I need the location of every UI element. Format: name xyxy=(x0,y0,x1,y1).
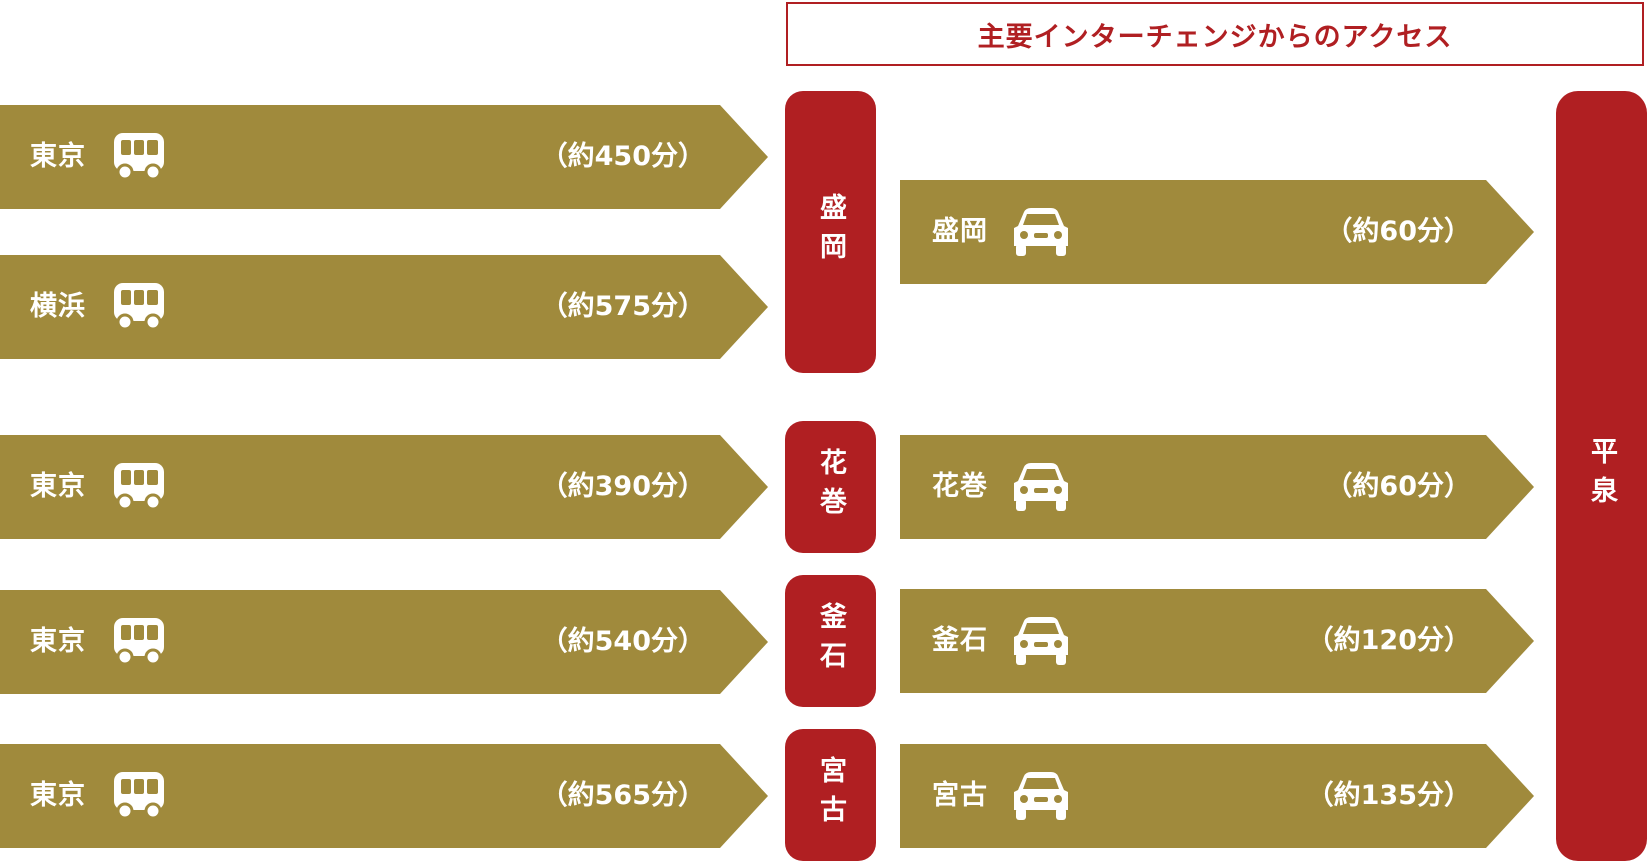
bus-route-arrow: 東京 （約565分） xyxy=(0,744,768,848)
station-label: 宮古 xyxy=(815,756,846,834)
destination-label: 平泉 xyxy=(1586,437,1617,515)
car-route-arrow: 宮古 （約135分） xyxy=(900,744,1534,848)
access-header: 主要インターチェンジからのアクセス xyxy=(786,2,1644,66)
car-route-arrow: 釜石 （約120分） xyxy=(900,589,1534,693)
car-icon xyxy=(1012,206,1070,262)
bus-icon xyxy=(112,616,166,670)
route-time: （約390分） xyxy=(540,471,705,502)
station-morioka: 盛岡 xyxy=(785,91,876,373)
station-label: 花巻 xyxy=(815,448,846,526)
route-time: （約60分） xyxy=(1325,471,1471,502)
car-icon xyxy=(1012,615,1070,671)
station-kamaishi: 釜石 xyxy=(785,575,876,707)
car-icon xyxy=(1012,770,1070,826)
access-header-title: 主要インターチェンジからのアクセス xyxy=(977,21,1453,53)
bus-route-arrow: 東京 （約450分） xyxy=(0,105,768,209)
route-origin: 盛岡 xyxy=(932,216,988,247)
route-origin: 東京 xyxy=(30,626,86,657)
route-origin: 東京 xyxy=(30,141,86,172)
bus-icon xyxy=(112,461,166,515)
route-origin: 花巻 xyxy=(932,471,988,502)
bus-icon xyxy=(112,770,166,824)
bus-route-arrow: 東京 （約390分） xyxy=(0,435,768,539)
route-time: （約450分） xyxy=(540,141,705,172)
destination-hiraizumi: 平泉 xyxy=(1556,91,1647,861)
route-time: （約540分） xyxy=(540,626,705,657)
bus-route-arrow: 横浜 （約575分） xyxy=(0,255,768,359)
bus-route-arrow: 東京 （約540分） xyxy=(0,590,768,694)
route-origin: 東京 xyxy=(30,471,86,502)
station-label: 盛岡 xyxy=(815,193,846,271)
bus-icon xyxy=(112,131,166,185)
station-label: 釜石 xyxy=(815,602,846,680)
route-origin: 東京 xyxy=(30,780,86,811)
route-time: （約120分） xyxy=(1306,625,1471,656)
route-origin: 宮古 xyxy=(932,780,988,811)
bus-icon xyxy=(112,281,166,335)
station-miyako: 宮古 xyxy=(785,729,876,861)
station-hanamaki: 花巻 xyxy=(785,421,876,553)
route-time: （約135分） xyxy=(1306,780,1471,811)
route-time: （約565分） xyxy=(540,780,705,811)
car-route-arrow: 盛岡 （約60分） xyxy=(900,180,1534,284)
car-icon xyxy=(1012,461,1070,517)
route-origin: 横浜 xyxy=(30,291,86,322)
route-time: （約60分） xyxy=(1325,216,1471,247)
route-origin: 釜石 xyxy=(932,625,988,656)
route-time: （約575分） xyxy=(540,291,705,322)
car-route-arrow: 花巻 （約60分） xyxy=(900,435,1534,539)
